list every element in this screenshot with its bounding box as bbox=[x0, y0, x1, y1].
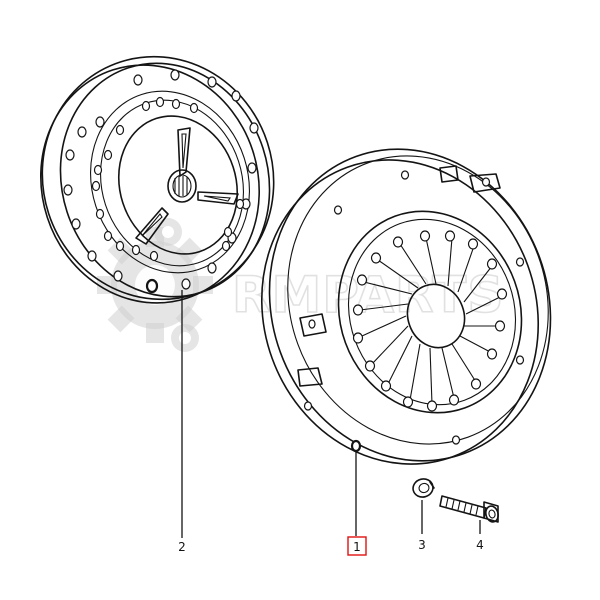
pressure-plate-cover-holes bbox=[303, 170, 525, 453]
callout-label-part-2: 2 bbox=[178, 540, 186, 554]
pressure-plate bbox=[260, 148, 552, 465]
watermark: RMPARTS bbox=[97, 218, 504, 352]
diaphragm-finger-holes bbox=[352, 230, 508, 412]
callout-part-3[interactable]: 3 bbox=[418, 538, 426, 552]
watermark-gear-small-top-icon bbox=[154, 218, 182, 246]
callout-highlight-box bbox=[347, 536, 367, 556]
leader-lines bbox=[181, 290, 481, 538]
watermark-text: RMPARTS bbox=[232, 266, 504, 324]
clutch-disc bbox=[39, 55, 275, 304]
lock-washer bbox=[412, 478, 435, 498]
callout-part-4[interactable]: 4 bbox=[476, 538, 484, 552]
callout-part-2[interactable]: 2 bbox=[178, 540, 186, 554]
diaphragm-fingers bbox=[359, 237, 503, 405]
disc-outer-rivets bbox=[63, 69, 259, 294]
disc-spring-windows bbox=[135, 127, 239, 245]
disc-inner-rivets bbox=[91, 96, 245, 262]
callout-part-1[interactable]: 1 bbox=[347, 536, 367, 556]
callout-label-part-4: 4 bbox=[476, 538, 484, 552]
callout-label-part-3: 3 bbox=[418, 538, 426, 552]
disc-splined-hub bbox=[167, 169, 197, 203]
watermark-gear-small-bottom-icon bbox=[171, 324, 199, 352]
bolt bbox=[439, 495, 499, 523]
callout-label-part-1: 1 bbox=[353, 540, 361, 554]
callouts: 1 2 3 4 bbox=[178, 536, 484, 556]
pressure-plate-mounting-tabs bbox=[297, 165, 501, 387]
